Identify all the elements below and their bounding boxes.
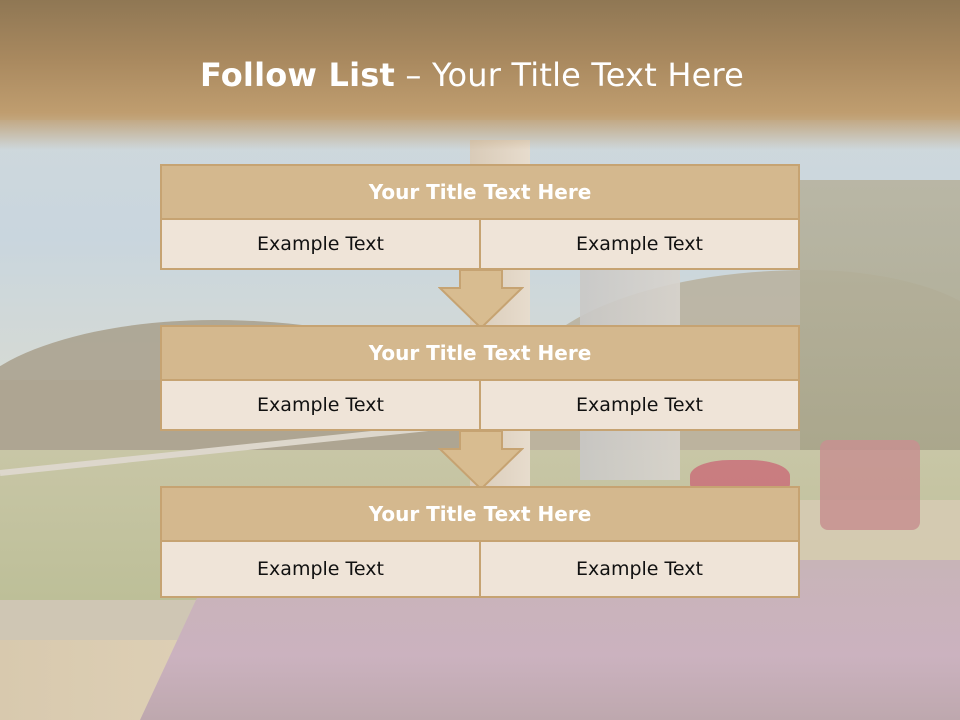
step-block-3[interactable]: Your Title Text Here Example Text Exampl…: [160, 486, 800, 598]
step-row: Example Text Example Text: [160, 542, 800, 598]
title-rest: – Your Title Text Here: [395, 56, 745, 94]
step-text-right[interactable]: Example Text: [479, 542, 798, 596]
step-row: Example Text Example Text: [160, 220, 800, 270]
down-arrow-icon: [438, 431, 524, 491]
lounge-chair: [820, 440, 920, 530]
trees: [800, 180, 960, 480]
step-text-left[interactable]: Example Text: [257, 394, 384, 416]
header-band: [0, 0, 960, 150]
step-row: Example Text Example Text: [160, 381, 800, 431]
slide-title[interactable]: Follow List – Your Title Text Here: [0, 56, 944, 94]
step-block-2[interactable]: Your Title Text Here Example Text Exampl…: [160, 325, 800, 431]
step-block-1[interactable]: Your Title Text Here Example Text Exampl…: [160, 164, 800, 270]
step-text-left[interactable]: Example Text: [257, 558, 384, 580]
step-text-right[interactable]: Example Text: [479, 381, 798, 429]
step-title[interactable]: Your Title Text Here: [160, 325, 800, 381]
step-text-left[interactable]: Example Text: [257, 233, 384, 255]
down-arrow-icon: [438, 270, 524, 330]
step-text-right[interactable]: Example Text: [479, 220, 798, 268]
title-bold: Follow List: [199, 56, 396, 94]
step-title[interactable]: Your Title Text Here: [160, 164, 800, 220]
step-title[interactable]: Your Title Text Here: [160, 486, 800, 542]
